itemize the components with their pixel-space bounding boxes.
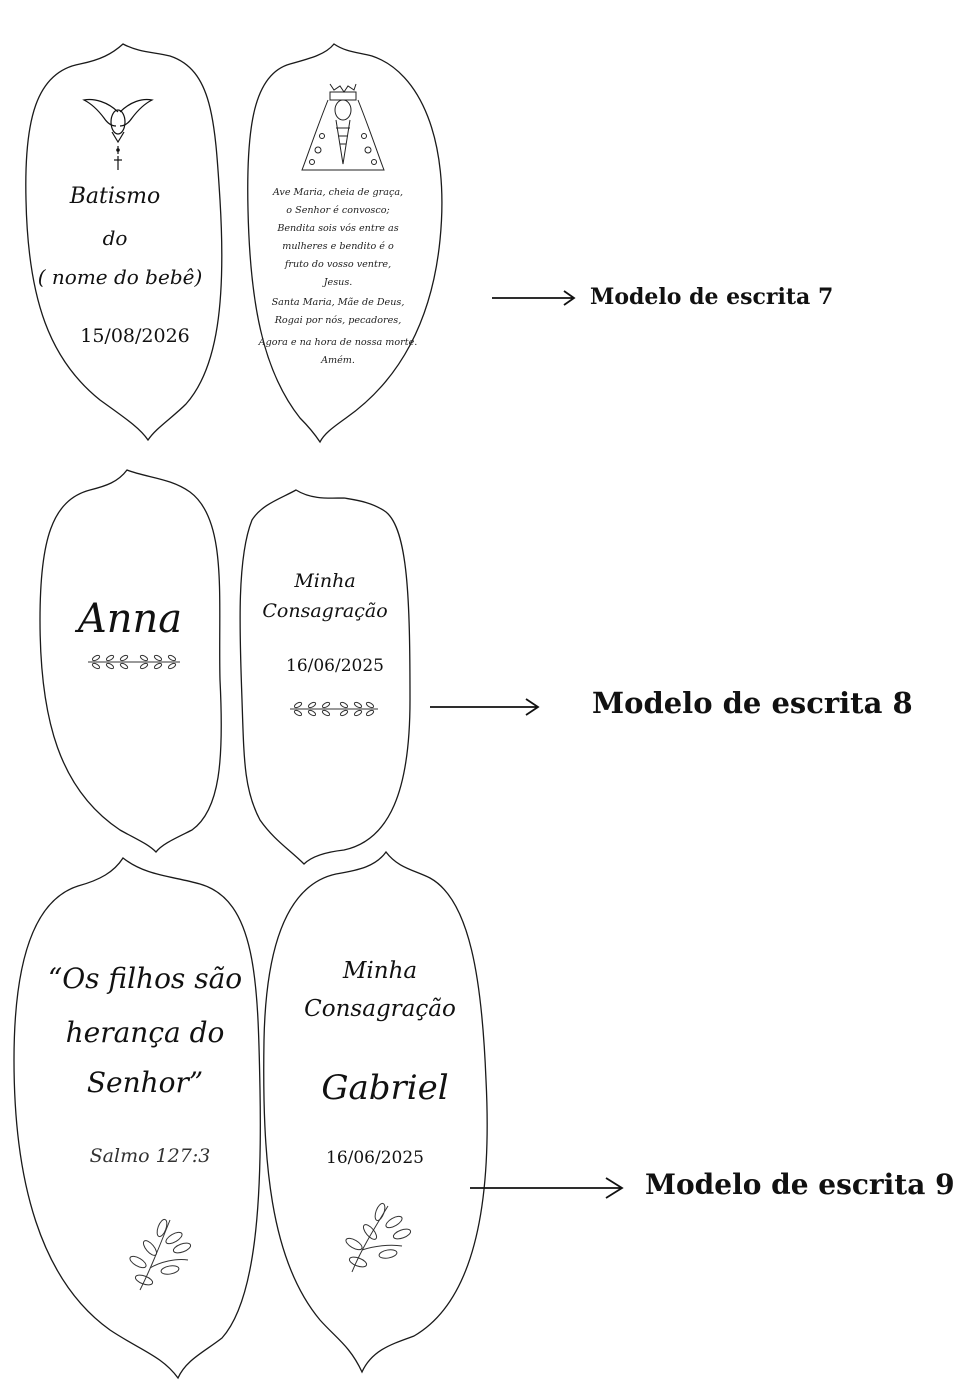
prayer-line: o Senhor é convosco; [286,205,390,216]
baptism-title-line2: do [102,226,128,250]
prayer-line: Bendita sois vós entre as [277,223,399,234]
baptism-date: 15/08/2026 [80,325,190,347]
our-lady-of-aparecida-icon [301,83,385,171]
leaf-outline-7-right [247,43,443,444]
baptism-title-line1: Batismo [69,184,161,209]
laurel-branch-icon [290,701,378,717]
baby-name: Gabriel [321,1068,449,1108]
consecration-title-line1: Minha [342,958,418,984]
consecration-title-line2: Consagração [262,600,388,622]
prayer-line: Jesus. [323,277,353,288]
prayer-line: Ave Maria, cheia de graça, [272,187,404,198]
prayer-line: Rogai por nós, pecadores, [274,315,402,326]
olive-branch-icon [345,1202,412,1273]
arrow-icon [492,290,576,306]
prayer-line: Amém. [321,355,355,366]
leaf-outline-8-left [39,469,222,853]
prayer-line: Agora e na hora de nossa morte. [258,337,418,348]
baby-name-placeholder: ( nome do bebê) [37,265,203,289]
model-9-label: Modelo de escrita 9 [645,1168,955,1201]
prayer-line: mulheres e bendito é o [282,241,394,252]
leaf-outline-9-right [263,850,488,1374]
psalm-reference: Salmo 127:3 [89,1145,211,1167]
baby-name: Anna [77,596,183,642]
consecration-date: 16/06/2025 [286,656,384,676]
dove-icon [82,98,154,170]
leaf-outline-8-right [239,489,411,865]
model-7-label: Modelo de escrita 7 [590,284,834,310]
model-8-label: Modelo de escrita 8 [592,686,913,720]
olive-branch-icon [129,1218,192,1291]
psalm-quote-line1: “Os filhos são [47,962,243,995]
psalm-quote-line2: herança do [65,1016,225,1049]
leaf-outline-7-left [25,43,223,442]
laurel-branch-icon [88,654,180,670]
consecration-title-line1: Minha [294,570,356,592]
arrow-icon [430,698,540,716]
hail-mary-prayer: Ave Maria, cheia de graça, o Senhor é co… [258,184,418,370]
prayer-line: Santa Maria, Mãe de Deus, [271,297,405,308]
consecration-date: 16/06/2025 [326,1148,424,1168]
prayer-line: fruto do vosso ventre, [284,259,392,270]
leaf-outline-9-left [13,857,261,1380]
psalm-quote-line3: Senhor” [86,1066,204,1099]
consecration-title-line2: Consagração [304,996,456,1022]
arrow-icon [470,1177,624,1199]
